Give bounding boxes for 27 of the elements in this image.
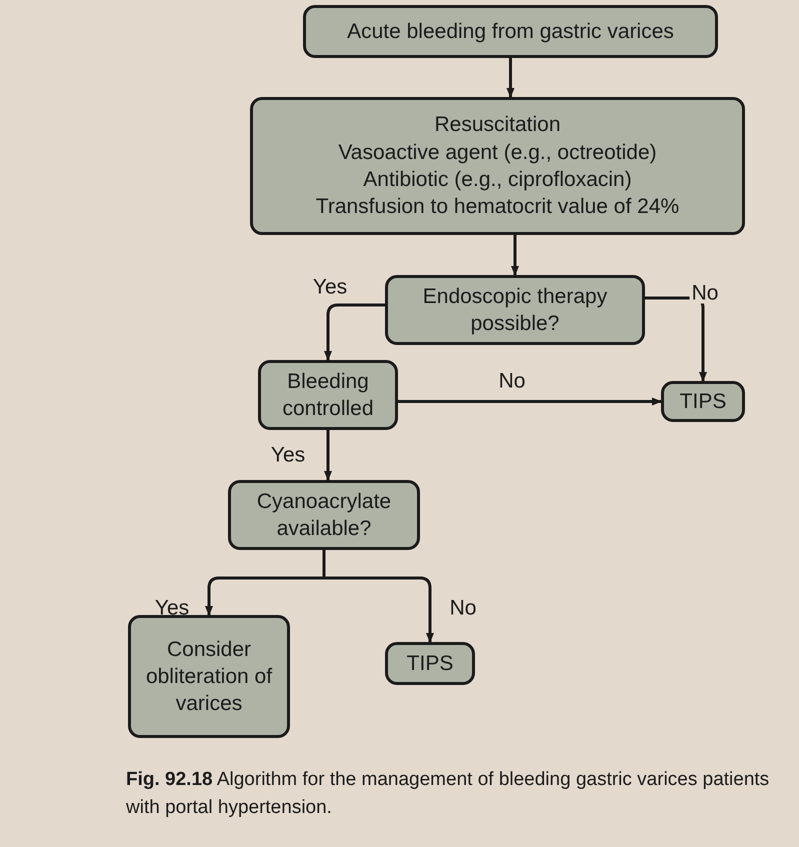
node-text: Cyanoacrylate available? bbox=[256, 488, 392, 542]
node-text: Transfusion to hematocrit value of 24% bbox=[316, 194, 680, 220]
arrow bbox=[324, 430, 332, 481]
arrow bbox=[324, 304, 385, 361]
node-text: TIPS bbox=[406, 650, 454, 677]
process-box bbox=[385, 275, 645, 345]
node-text: Acute bleeding from gastric varices bbox=[347, 18, 674, 45]
figure-caption: Fig. 92.18 Algorithm for the management of bleeding gastric varices patients with portal hypertension. bbox=[126, 768, 770, 820]
process-box bbox=[228, 480, 420, 550]
arrow bbox=[511, 235, 519, 276]
process-box bbox=[661, 381, 745, 422]
arrow bbox=[506, 58, 514, 98]
node-text: Endoscopic therapy possible? bbox=[422, 284, 608, 337]
arrow bbox=[398, 398, 662, 406]
process-box bbox=[258, 360, 398, 430]
node-text: Vasoactive agent (e.g., octreotide) bbox=[338, 140, 657, 166]
node-text: Consider obliteration of varices bbox=[144, 636, 274, 718]
process-box bbox=[250, 97, 745, 235]
process-box bbox=[303, 5, 718, 58]
process-box bbox=[128, 615, 290, 738]
edge-label: No bbox=[690, 282, 720, 304]
node-text: Antibiotic (e.g., ciprofloxacin) bbox=[363, 167, 632, 193]
node-text: Bleeding controlled bbox=[281, 368, 375, 422]
arrow bbox=[645, 296, 707, 382]
node-text: Resuscitation bbox=[434, 112, 561, 138]
node-text: TIPS bbox=[680, 388, 726, 415]
process-box bbox=[385, 642, 475, 685]
